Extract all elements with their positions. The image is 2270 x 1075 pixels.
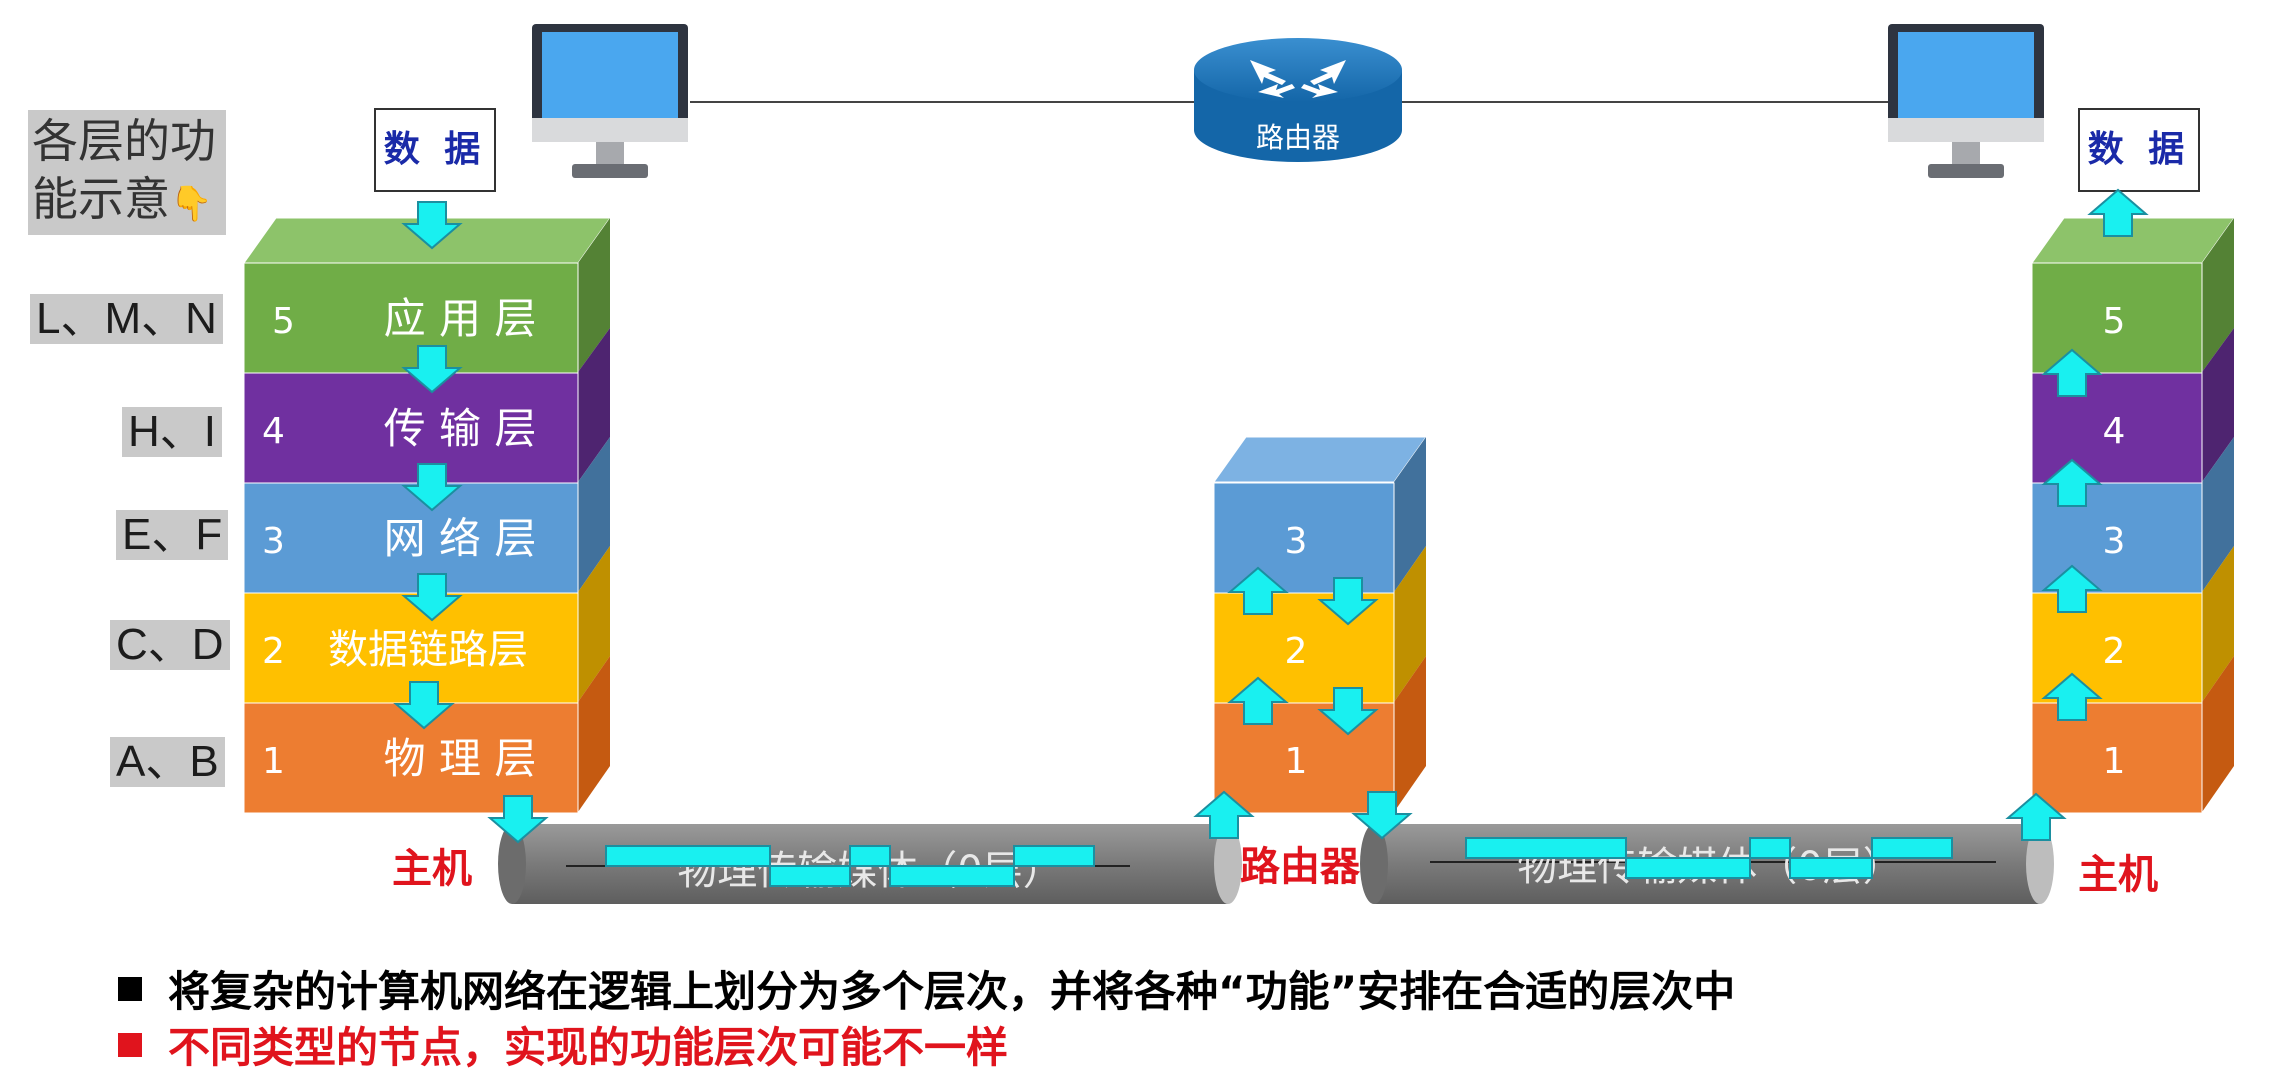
left-layer-3-num: 3 — [262, 521, 285, 562]
arrow-down-l2-l1 — [393, 681, 455, 730]
arrow-up-r3-r4 — [2041, 458, 2103, 507]
arrow-down-l3-l2 — [401, 573, 463, 622]
signal-bars — [605, 837, 1953, 887]
arrow-up-r1-r2 — [2041, 672, 2103, 721]
arrow-up-r5-data — [2087, 188, 2149, 237]
bullet-2-square-icon — [118, 1032, 142, 1057]
right-layer-2-num: 2 — [2103, 631, 2126, 672]
left-layer-1-num: 1 — [262, 741, 285, 782]
node-label-left-host: 主机 — [392, 846, 472, 892]
arrow-down-l5-l4 — [401, 345, 463, 394]
data-box-left: 数 据 — [374, 108, 496, 192]
node-label-right-host: 主机 — [2078, 852, 2158, 898]
side-label-layer1: A、B — [110, 737, 225, 787]
left-layer-3-name: 网 络 层 — [384, 514, 537, 563]
hand-pointing-down-icon: 👇 — [170, 184, 213, 224]
left-layer-2-name: 数据链路层 — [328, 627, 528, 673]
computer-left-icon — [532, 24, 688, 178]
bullet-1-square-icon — [118, 976, 142, 1001]
side-label-layer3: E、F — [116, 510, 229, 560]
left-layer-5 — [243, 262, 579, 374]
side-title: 各层的功能示意👇 — [28, 110, 226, 235]
arrow-down-router1-medium — [1351, 791, 1413, 840]
arrow-down-data-to-l5 — [401, 201, 463, 250]
left-layer-5-name: 应 用 层 — [384, 294, 537, 343]
bullet-1-text: 将复杂的计算机网络在逻辑上划分为多个层次，并将各种“功能”安排在合适的层次中 — [168, 967, 1736, 1016]
left-layer-5-num: 5 — [272, 301, 295, 342]
left-layer-3 — [243, 482, 579, 594]
arrow-down-l1-medium — [487, 795, 549, 844]
right-layer-5 — [2031, 262, 2203, 374]
arrow-up-r2-r3 — [2041, 564, 2103, 613]
left-layer-1 — [243, 702, 579, 814]
right-layer-4-num: 4 — [2103, 411, 2126, 452]
bullet-2-text: 不同类型的节点，实现的功能层次可能不一样 — [168, 1023, 1009, 1072]
arrow-up-router2-router3 — [1227, 566, 1289, 615]
side-label-layer4: H、I — [122, 407, 222, 457]
bullet-1: 将复杂的计算机网络在逻辑上划分为多个层次，并将各种“功能”安排在合适的层次中 — [118, 958, 1735, 1019]
arrow-down-router3-router2 — [1317, 577, 1379, 626]
flow-arrows — [393, 188, 2149, 844]
arrow-down-router2-router1 — [1317, 687, 1379, 736]
left-layer-4-num: 4 — [262, 411, 285, 452]
computer-right-icon — [1888, 24, 2044, 178]
side-label-layer5: L、M、N — [30, 294, 223, 344]
left-layer-4-name: 传 输 层 — [384, 404, 537, 453]
bullet-2: 不同类型的节点，实现的功能层次可能不一样 — [118, 1014, 1008, 1075]
data-box-right: 数 据 — [2078, 108, 2200, 192]
router-stack: 3 2 1 — [1213, 436, 1427, 814]
router-icon: 路由器 — [1194, 38, 1402, 162]
arrow-up-medium-r1 — [2005, 792, 2067, 841]
router-icon-label: 路由器 — [1256, 121, 1340, 154]
arrow-up-r4-r5 — [2041, 348, 2103, 397]
node-label-router: 路由器 — [1240, 844, 1360, 890]
right-layer-1-num: 1 — [2103, 741, 2126, 782]
left-layer-2-num: 2 — [262, 631, 285, 672]
side-label-layer2: C、D — [110, 620, 230, 670]
arrow-up-router1-router2 — [1227, 676, 1289, 725]
right-host-stack: 5 4 3 2 1 — [2031, 217, 2235, 814]
side-title-text: 各层的功能示意 — [32, 114, 216, 226]
right-layer-1 — [2031, 702, 2203, 814]
right-layer-3-num: 3 — [2103, 521, 2126, 562]
left-layer-1-name: 物 理 层 — [384, 734, 537, 783]
arrow-up-medium-router1 — [1193, 790, 1255, 839]
router-layer-1-num: 1 — [1285, 741, 1308, 782]
arrow-down-l4-l3 — [401, 463, 463, 512]
router-layer-3 — [1213, 482, 1395, 594]
router-layer-3-num: 3 — [1285, 521, 1308, 562]
right-layer-5-num: 5 — [2103, 301, 2126, 342]
left-layer-4 — [243, 372, 579, 484]
router-layer-2-num: 2 — [1285, 631, 1308, 672]
